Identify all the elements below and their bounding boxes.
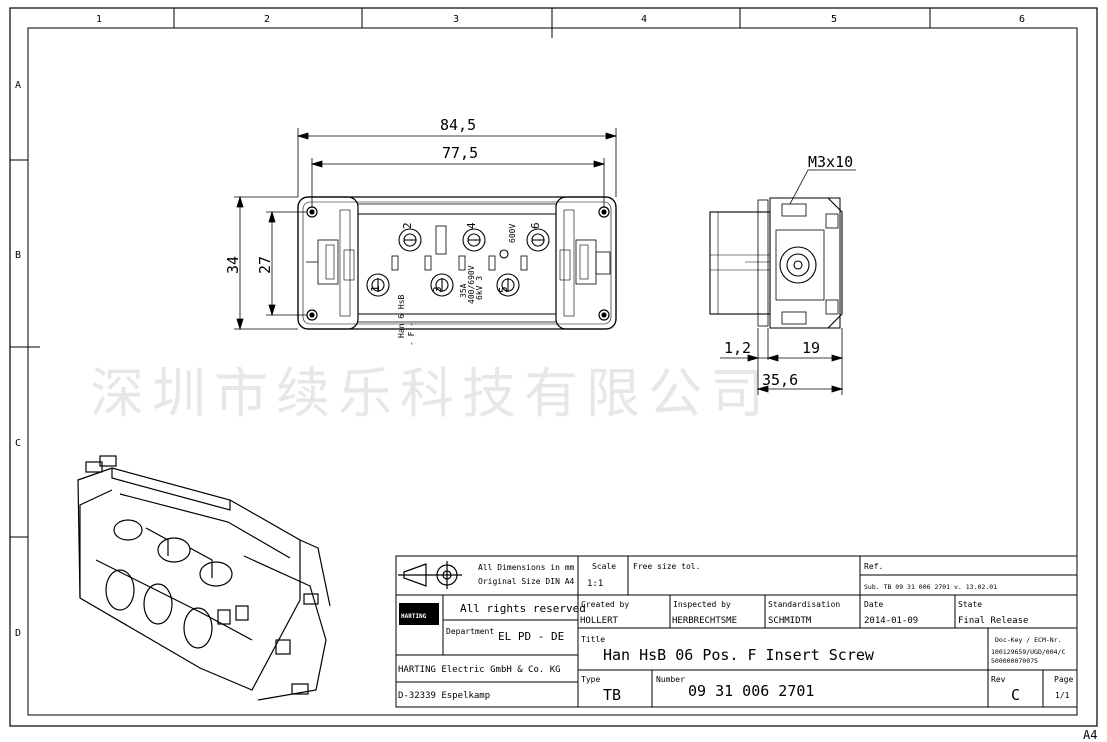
zone-col-4: 4	[641, 14, 647, 25]
zone-column-ticks	[173, 8, 931, 38]
zone-col-2: 2	[264, 14, 270, 25]
date-value: 2014-01-09	[864, 616, 918, 626]
svg-text:600V: 600V	[508, 224, 517, 243]
address-text: D-32339 Espelkamp	[398, 691, 490, 701]
dockey-label: Doc-Key / ECM-Nr.	[995, 636, 1062, 644]
dim-width-inner: 77,5	[442, 144, 478, 162]
insert-markings: Han 6 HsB - F - 35A 400/690V 6kV 3 600V	[397, 224, 517, 346]
type-value: TB	[603, 686, 621, 704]
page-value: 1/1	[1055, 691, 1070, 700]
side-view	[709, 197, 843, 329]
department-value: EL PD - DE	[498, 630, 564, 643]
dim-height-inner: 27	[256, 256, 274, 274]
svg-text:Han 6 HsB: Han 6 HsB	[397, 294, 406, 338]
ref-label: Ref.	[864, 562, 883, 571]
svg-text:400/690V: 400/690V	[467, 265, 476, 304]
zone-col-5: 5	[831, 14, 837, 25]
free-size-tol: Free size tol.	[633, 562, 700, 571]
scale-value: 1:1	[587, 579, 603, 589]
all-dimensions-text: All Dimensions in mm	[478, 563, 575, 572]
dim-side-b: 19	[802, 339, 820, 357]
dim-width-outer: 84,5	[440, 116, 476, 134]
page-label: Page	[1054, 675, 1073, 684]
projection-symbol-icon	[398, 561, 462, 589]
dockey-line1: 100129659/UGD/004/C	[991, 648, 1065, 656]
inspected-value: HERBRECHTSME	[672, 616, 737, 626]
inspected-label: Inspected by	[673, 600, 731, 609]
zone-col-3: 3	[453, 14, 459, 25]
svg-text:6: 6	[529, 222, 542, 229]
dim-screw: M3x10	[808, 153, 853, 171]
scale-label: Scale	[592, 562, 616, 571]
standard-value: SCHMIDTM	[768, 616, 812, 626]
dim-side-total: 35,6	[762, 371, 798, 389]
created-label: Created by	[581, 600, 629, 609]
dockey-line2: 500000070075	[991, 657, 1038, 665]
standard-label: Standardisation	[768, 600, 840, 609]
dim-side-a: 1,2	[724, 339, 751, 357]
zone-col-6: 6	[1019, 14, 1025, 25]
svg-text:35A: 35A	[459, 283, 468, 298]
type-label: Type	[581, 675, 600, 684]
state-label: State	[958, 600, 982, 609]
number-value: 09 31 006 2701	[688, 682, 814, 700]
svg-text:HARTING: HARTING	[401, 613, 427, 620]
ref-value: Sub. TB 09 31 006 2701 v. 13.02.01	[864, 583, 997, 591]
svg-text:1: 1	[369, 285, 382, 292]
state-value: Final Release	[958, 616, 1028, 626]
front-view	[297, 196, 617, 330]
isometric-view	[77, 455, 331, 701]
company-text: HARTING Electric GmbH & Co. KG	[398, 665, 561, 675]
contact-numbers: 1 2 3 4 5 6	[369, 222, 542, 293]
zone-row-c: C	[15, 438, 21, 449]
svg-text:- F -: - F -	[407, 322, 416, 346]
contact-terminals	[366, 225, 550, 297]
sheet-size-label: A4	[1083, 728, 1097, 742]
dim-height-outer: 34	[224, 256, 242, 274]
created-value: HOLLERT	[580, 616, 619, 626]
rev-value: C	[1011, 686, 1020, 704]
rev-label: Rev	[991, 675, 1006, 684]
title-block-lines	[395, 555, 1078, 708]
svg-text:3: 3	[431, 286, 444, 293]
department-label: Department	[446, 627, 494, 636]
harting-logo: HARTING	[399, 603, 439, 625]
front-dimension-lines	[234, 128, 618, 331]
watermark-text: 深圳市续乐科技有限公司	[90, 362, 772, 425]
title-label: Title	[581, 635, 605, 644]
svg-text:4: 4	[465, 222, 478, 229]
zone-row-ticks	[10, 159, 40, 538]
svg-text:2: 2	[401, 222, 414, 229]
title-value: Han HsB 06 Pos. F Insert Screw	[603, 646, 875, 664]
zone-row-b: B	[15, 250, 21, 261]
svg-text:5: 5	[497, 286, 510, 293]
svg-text:6kV 3: 6kV 3	[475, 276, 484, 300]
zone-row-d: D	[15, 628, 21, 639]
side-dimension-lines	[720, 169, 856, 395]
date-label: Date	[864, 600, 883, 609]
zone-row-a: A	[15, 80, 21, 91]
rights-text: All rights reserved	[460, 602, 586, 615]
zone-col-1: 1	[96, 14, 102, 25]
original-size-text: Original Size DIN A4	[478, 577, 575, 586]
number-label: Number	[656, 675, 685, 684]
